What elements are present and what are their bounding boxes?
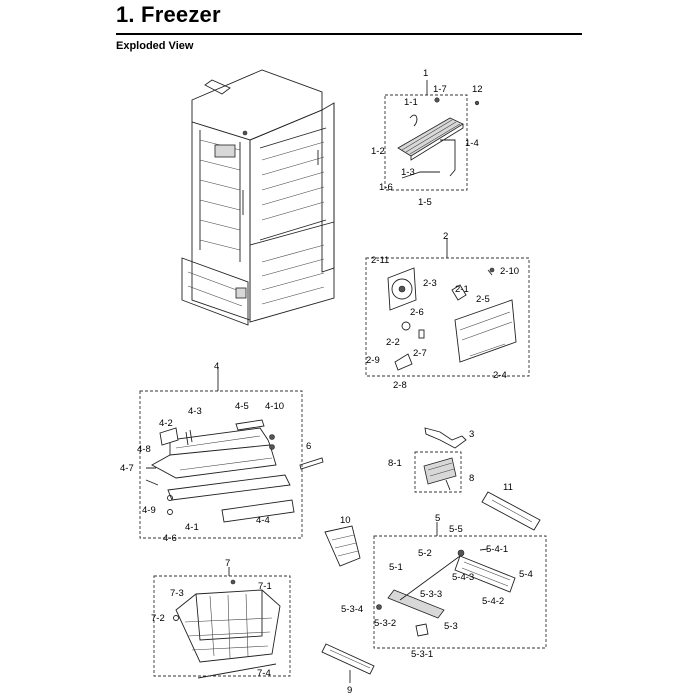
callout-2-3: 2-3 xyxy=(423,278,437,289)
callout-5-4: 5-4 xyxy=(519,569,533,580)
callout-5-3-4: 5-3-4 xyxy=(341,604,363,615)
callout-5-5: 5-5 xyxy=(449,524,463,535)
part-11 xyxy=(481,491,541,531)
group-2-fan-assembly xyxy=(365,238,530,377)
callout-1-6: 1-6 xyxy=(379,182,393,193)
callout-7-3: 7-3 xyxy=(170,588,184,599)
callout-4-10: 4-10 xyxy=(265,401,284,412)
callout-1-4: 1-4 xyxy=(465,138,479,149)
callout-2-8: 2-8 xyxy=(393,380,407,391)
callout-4-1: 4-1 xyxy=(185,522,199,533)
group-5-assembly xyxy=(373,522,547,649)
callout-5: 5 xyxy=(435,513,440,524)
callout-4-8: 4-8 xyxy=(137,444,151,455)
callout-1-2: 1-2 xyxy=(371,146,385,157)
group-1-evaporator xyxy=(384,80,480,191)
callout-2-7: 2-7 xyxy=(413,348,427,359)
callout-2-1: 2-1 xyxy=(455,284,469,295)
callout-4-3: 4-3 xyxy=(188,406,202,417)
group-7-lower-basket xyxy=(153,567,291,679)
page-title: 1. Freezer xyxy=(116,2,221,27)
callout-5-3-1: 5-3-1 xyxy=(411,649,433,660)
callout-5-3-2: 5-3-2 xyxy=(374,618,396,629)
callout-7-1: 7-1 xyxy=(258,581,272,592)
callout-4-4: 4-4 xyxy=(256,515,270,526)
part-3-bracket xyxy=(424,427,467,449)
callout-2-2: 2-2 xyxy=(386,337,400,348)
callout-10: 10 xyxy=(340,515,351,526)
callout-3: 3 xyxy=(469,429,474,440)
callout-7: 7 xyxy=(225,558,230,569)
callout-4-9: 4-9 xyxy=(142,505,156,516)
callout-4-2: 4-2 xyxy=(159,418,173,429)
callout-5-2: 5-2 xyxy=(418,548,432,559)
callout-4: 4 xyxy=(214,361,219,372)
group-8-assembly xyxy=(414,451,462,493)
callout-1: 1 xyxy=(423,68,428,79)
callout-2-9: 2-9 xyxy=(366,355,380,366)
callout-5-1: 5-1 xyxy=(389,562,403,573)
callout-6: 6 xyxy=(306,441,311,452)
part-6 xyxy=(299,457,324,470)
group-4-upper-drawer xyxy=(139,368,303,539)
callout-5-4-3: 5-4-3 xyxy=(452,572,474,583)
callout-1-5: 1-5 xyxy=(418,197,432,208)
callout-2-5: 2-5 xyxy=(476,294,490,305)
callout-11: 11 xyxy=(503,482,513,493)
callout-12: 12 xyxy=(472,84,483,95)
callout-5-3-3: 5-3-3 xyxy=(420,589,442,600)
callout-2-10: 2-10 xyxy=(500,266,519,277)
callout-5-3: 5-3 xyxy=(444,621,458,632)
callout-2-4: 2-4 xyxy=(493,370,507,381)
callout-8-1: 8-1 xyxy=(388,458,402,469)
callout-5-4-2: 5-4-2 xyxy=(482,596,504,607)
callout-1-7: 1-7 xyxy=(433,84,447,95)
callout-7-2: 7-2 xyxy=(151,613,165,624)
callout-2: 2 xyxy=(443,231,448,242)
callout-1-3: 1-3 xyxy=(401,167,415,178)
callout-9: 9 xyxy=(347,685,352,696)
title-rule xyxy=(116,33,582,35)
callout-7-4: 7-4 xyxy=(257,668,271,679)
freezer-cabinet xyxy=(181,69,335,326)
callout-2-6: 2-6 xyxy=(410,307,424,318)
callout-8: 8 xyxy=(469,473,474,484)
callout-4-7: 4-7 xyxy=(120,463,134,474)
part-9 xyxy=(321,643,375,683)
part-10 xyxy=(324,525,361,567)
callout-5-4-1: 5-4-1 xyxy=(486,544,508,555)
section-subtitle: Exploded View xyxy=(116,40,194,52)
callout-1-1: 1-1 xyxy=(404,97,418,108)
callout-4-6: 4-6 xyxy=(163,533,177,544)
callout-4-5: 4-5 xyxy=(235,401,249,412)
callout-2-11: 2-11 xyxy=(371,255,389,266)
